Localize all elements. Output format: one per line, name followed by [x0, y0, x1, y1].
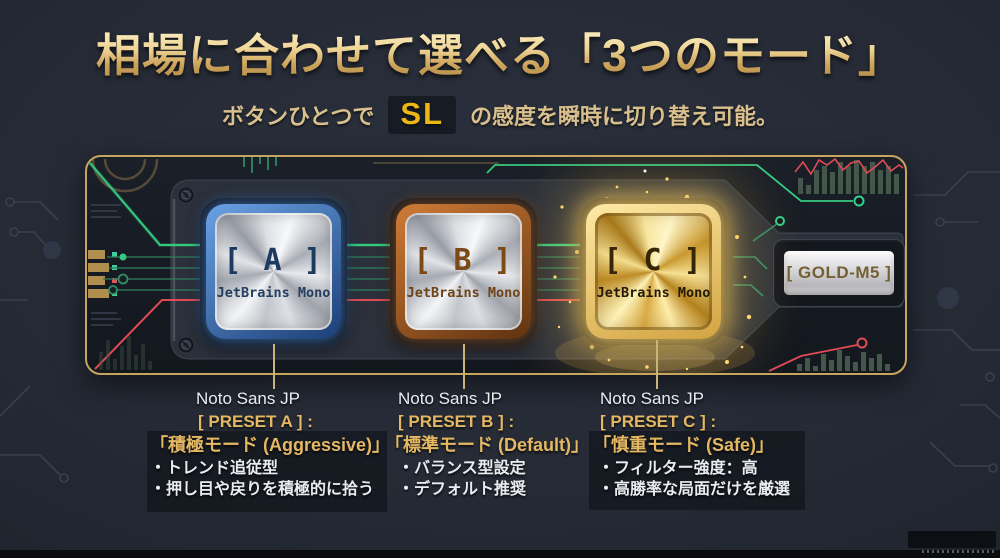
- arc-decor: [91, 158, 159, 193]
- mode-chip-c[interactable]: [ C ] JetBrains Mono: [580, 198, 727, 345]
- bullet: ・フィルター強度：高: [598, 460, 758, 477]
- chip-c-label: [ C ]: [603, 242, 704, 278]
- bar-chart-top: [798, 160, 899, 194]
- highlight-box-c: [589, 431, 805, 510]
- bar-chart-left: [99, 336, 152, 370]
- bar-chart-bottom: [797, 350, 890, 371]
- bullet: ・デフォルト推奨: [398, 481, 527, 498]
- preset-label: [ PRESET B ] :: [398, 412, 515, 431]
- preset-label: [ PRESET C ] :: [600, 412, 717, 431]
- tick-decor: [243, 157, 277, 173]
- preset-label: [ PRESET A ] :: [198, 412, 313, 431]
- mode-name: 「慎重モード (Safe)」: [593, 435, 775, 455]
- chip-a-font-name: JetBrains Mono: [216, 284, 331, 301]
- subtitle-prefix: ボタンひとつで: [221, 104, 375, 129]
- highlight-box-a: [147, 431, 387, 512]
- mode-chip-a[interactable]: [ A ] JetBrains Mono: [200, 198, 347, 345]
- bullet: ・押し目や戻りを積極的に拾う: [150, 481, 375, 498]
- chip-a-label: [ A ]: [223, 242, 324, 278]
- screw-icon: [178, 187, 194, 353]
- mode-chip-b[interactable]: [ B ] JetBrains Mono: [390, 198, 537, 345]
- device-plate-housing: [ GOLD-M5 ]: [773, 239, 905, 307]
- bullet: ・高勝率な局面だけを厳選: [598, 481, 791, 498]
- chip-c-font-name: JetBrains Mono: [596, 284, 711, 301]
- trace-topright: [486, 164, 853, 202]
- subtitle-highlight-sl: SL: [388, 96, 457, 134]
- mode-name: 「標準モード (Default)」: [385, 435, 589, 455]
- chip-a-face: [ A ] JetBrains Mono: [215, 213, 332, 330]
- bottom-letterbox-bar: [0, 550, 1000, 558]
- chip-b-label: [ B ]: [413, 242, 514, 278]
- page-subtitle: ボタンひとつで SL の感度を瞬時に切り替え可能。: [0, 96, 1000, 134]
- font-label: Noto Sans JP: [398, 389, 502, 408]
- bullet: ・トレンド追従型: [150, 460, 279, 477]
- gold-pads: [88, 250, 109, 298]
- bullet: ・バランス型設定: [398, 460, 526, 477]
- device-plate-label: [ GOLD-M5 ]: [783, 250, 895, 296]
- preset-block-b: Noto Sans JP [ PRESET B ] : 「標準モード (Defa…: [385, 388, 589, 500]
- gray-ticks: [91, 204, 121, 326]
- chip-b-face: [ B ] JetBrains Mono: [405, 213, 522, 330]
- subtitle-suffix: の感度を瞬時に切り替え可能。: [470, 104, 779, 129]
- watermark-text-specks: [922, 550, 996, 553]
- sparkline-red: [794, 157, 904, 176]
- trace-to-plate: [733, 256, 768, 297]
- watermark-box: [908, 531, 996, 548]
- font-label: Noto Sans JP: [196, 389, 300, 408]
- preset-block-c: Noto Sans JP [ PRESET C ] : 「慎重モード (Safe…: [593, 388, 790, 500]
- chip-b-font-name: JetBrains Mono: [406, 284, 521, 301]
- preset-block-a: Noto Sans JP [ PRESET A ] : 「積極モード (Aggr…: [150, 388, 390, 500]
- mode-name: 「積極モード (Aggressive)」: [150, 435, 391, 455]
- device-panel: [ A ] JetBrains Mono [ B ] JetBrains Mon…: [85, 155, 907, 375]
- font-label: Noto Sans JP: [600, 389, 704, 408]
- page-title: 相場に合わせて選べる「3つのモード」: [0, 30, 1000, 82]
- chip-c-face: [ C ] JetBrains Mono: [595, 213, 712, 330]
